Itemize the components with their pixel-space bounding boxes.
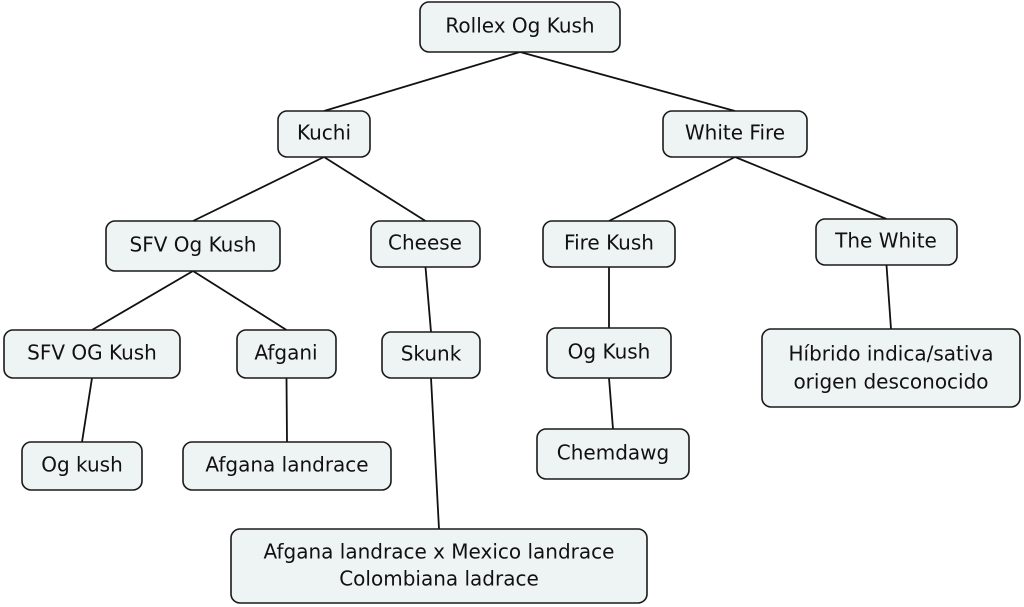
node-label-line-1: Híbrido indica/sativa	[789, 342, 994, 366]
node-rollex-og-kush: Rollex Og Kush	[419, 1, 621, 53]
edge-n2-n5	[323, 156, 426, 222]
node-skunk: Skunk	[381, 331, 481, 379]
node-afgana-mexico-colombiana: Afgana landrace x Mexico landrace Colomb…	[230, 528, 648, 604]
node-og-kush: Og Kush	[546, 327, 672, 379]
node-afgana-landrace: Afgana landrace	[182, 441, 392, 491]
edge-n4-n9	[192, 270, 287, 331]
node-the-white: The White	[815, 218, 958, 266]
node-label-line-2: Colombiana ladrace	[339, 567, 539, 591]
node-label: Rollex Og Kush	[445, 14, 594, 38]
node-label: The White	[834, 229, 937, 253]
node-label: Kuchi	[297, 121, 351, 145]
node-label: Cheese	[388, 231, 462, 255]
node-sfv-og-kush-2: SFV OG Kush	[3, 329, 181, 379]
edge-n1-n2	[323, 51, 521, 112]
node-label-line-1: Afgana landrace x Mexico landrace	[264, 540, 615, 564]
node-og-kush-lower: Og kush	[21, 441, 143, 491]
node-label: Afgana landrace	[205, 453, 368, 477]
node-label: Og kush	[41, 453, 123, 477]
edge-n1-n3	[519, 51, 736, 112]
node-fire-kush: Fire Kush	[542, 220, 676, 268]
node-label: Skunk	[401, 342, 462, 366]
node-label: Og Kush	[568, 340, 651, 364]
node-label-line-2: origen desconocido	[793, 370, 988, 394]
edge-n4-n8	[91, 270, 194, 331]
node-label: Fire Kush	[564, 231, 654, 255]
node-label: Chemdawg	[557, 441, 669, 465]
node-hibrido-origen-desconocido: Híbrido indica/sativa origen desconocido	[761, 328, 1021, 408]
node-label: Afgani	[254, 341, 317, 365]
edge-n11-n15	[608, 377, 614, 430]
edge-n5-n10	[424, 266, 432, 333]
edge-n3-n6	[608, 156, 736, 222]
node-afgani: Afgani	[236, 329, 337, 379]
node-chemdawg: Chemdawg	[536, 428, 690, 480]
node-cheese: Cheese	[370, 220, 481, 268]
node-sfv-og-kush: SFV Og Kush	[105, 220, 281, 272]
edge-n2-n4	[192, 156, 325, 222]
node-kuchi: Kuchi	[277, 110, 371, 158]
node-label: SFV Og Kush	[130, 233, 257, 257]
edge-n7-n12	[885, 264, 892, 330]
node-label: SFV OG Kush	[27, 341, 157, 365]
diagram-edges	[81, 51, 892, 530]
edge-n3-n7	[734, 156, 887, 220]
node-white-fire: White Fire	[662, 110, 808, 158]
edge-n8-n13	[81, 377, 93, 443]
edge-n9-n14	[285, 377, 288, 443]
node-label: White Fire	[685, 121, 785, 145]
edge-n10-n16	[430, 377, 440, 530]
